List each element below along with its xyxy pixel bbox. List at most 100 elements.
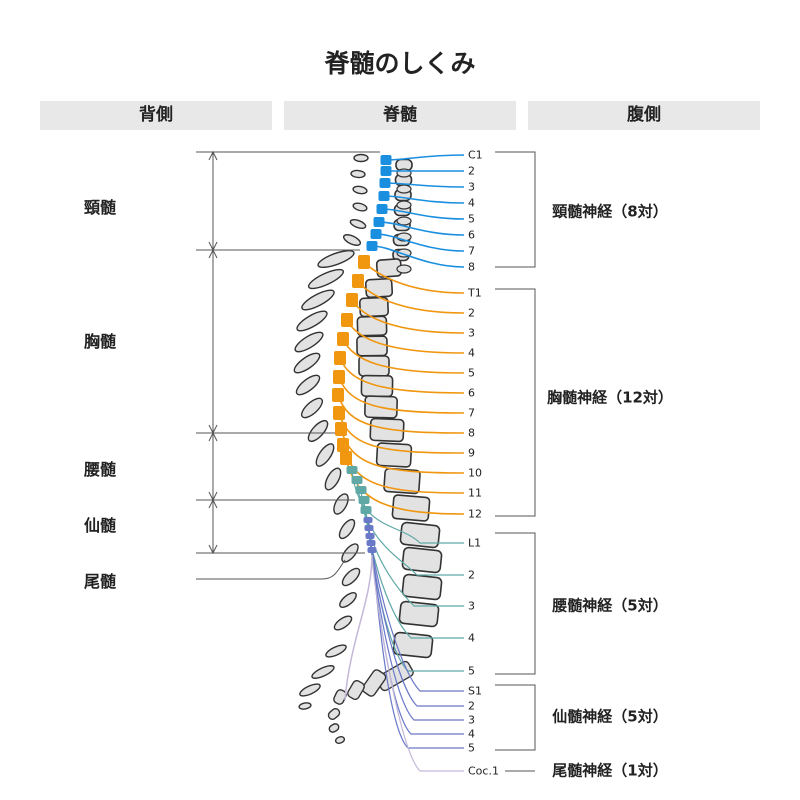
group-label-coccygeal: 尾髄神経（1対） — [552, 761, 668, 780]
spinous-process — [307, 419, 329, 443]
nerve-label-cervical: C1 — [468, 148, 483, 162]
region-guides — [196, 150, 536, 772]
region-label-coccygeal: 尾髄 — [83, 572, 116, 591]
sacral-bone — [347, 679, 365, 701]
cord-segment-cervical — [373, 217, 385, 227]
bracket-thoracic — [495, 288, 536, 517]
spinous-process — [317, 249, 355, 269]
group-label-lumbar: 腰髄神経（5対） — [552, 596, 668, 615]
spinous-process — [301, 289, 335, 311]
nerve-cervical — [381, 208, 465, 220]
nerve-label-cervical: 7 — [468, 244, 475, 258]
cord-segment-thoracic — [346, 293, 358, 307]
nerve-label-lumbar: 5 — [468, 664, 475, 678]
nerve-cervical — [383, 195, 465, 204]
arrow-head — [208, 150, 218, 161]
arrow-head — [208, 248, 218, 259]
cord-segment-thoracic — [337, 332, 349, 346]
nerve-label-thoracic: 11 — [468, 486, 482, 500]
cord-segment-cervical — [380, 155, 392, 165]
spinous-process — [341, 567, 361, 587]
nerve-coccygeal — [371, 557, 464, 772]
cord-segment-thoracic — [341, 313, 353, 327]
cord-segment-cervical — [370, 229, 382, 239]
cord-segment-lumbar — [346, 466, 358, 474]
spinous-process — [352, 202, 368, 212]
group-label-thoracic: 胸髄神経（12対） — [547, 388, 673, 407]
nerve-thoracic — [339, 357, 465, 394]
nerve-label-cervical: 5 — [468, 212, 475, 226]
nerve-label-thoracic: 9 — [468, 446, 475, 460]
spinous-process — [339, 592, 357, 608]
cord-segment-thoracic — [335, 422, 347, 436]
nerve-cervical — [384, 182, 465, 188]
cord-segment-cervical — [379, 178, 391, 188]
region-label-sacral: 仙髄 — [83, 516, 116, 535]
header-dorsal: 背側 — [40, 101, 272, 130]
vertebral-body — [401, 573, 443, 601]
cord-segment-thoracic — [358, 255, 370, 269]
spinous-process — [296, 310, 328, 332]
header-ventral: 腹側 — [528, 101, 760, 130]
nerve-label-sacral: S1 — [468, 684, 482, 698]
nerve-label-thoracic: 10 — [468, 466, 482, 480]
spinous-process — [324, 467, 342, 491]
spinous-process — [338, 518, 356, 540]
vertebral-body — [356, 315, 388, 337]
cord-segment-thoracic — [332, 388, 344, 402]
region-label-lumbar: 腰髄 — [83, 460, 116, 479]
nerve-label-cervical: 3 — [468, 180, 475, 194]
nerve-label-cervical: 6 — [468, 228, 475, 242]
page-title: 脊髄のしくみ — [324, 49, 476, 78]
cord-segment-thoracic — [352, 274, 364, 288]
spinous-process — [298, 702, 312, 710]
spinous-process — [311, 665, 335, 679]
nerve-label-sacral: 3 — [468, 713, 475, 727]
nerve-label-cervical: 4 — [468, 196, 475, 210]
spinous-process — [315, 443, 335, 467]
nerve-label-sacral: 5 — [468, 741, 475, 755]
nerve-label-thoracic: 8 — [468, 426, 475, 440]
spinous-process — [353, 153, 369, 163]
header-spinal-cord: 脊髄 — [284, 101, 516, 130]
articular-process — [396, 264, 412, 274]
arrow-head — [208, 544, 218, 555]
spinous-process — [350, 169, 366, 179]
cord-segment-lumbar — [358, 496, 370, 504]
arrow-head — [208, 431, 218, 442]
sacral-bone — [327, 708, 341, 720]
spinal-cord-segments — [332, 155, 392, 701]
vertebrae — [293, 153, 443, 745]
cord-segment-sacral — [365, 533, 375, 539]
nerve-label-lumbar: 2 — [468, 568, 475, 582]
nerve-label-thoracic: 3 — [468, 326, 475, 340]
sacral-bone — [361, 669, 387, 697]
cord-segment-thoracic — [333, 370, 345, 384]
nerve-thoracic — [337, 394, 465, 434]
bracket-lumbar — [495, 532, 536, 675]
nerve-label-thoracic: 5 — [468, 366, 475, 380]
coccygeal-pointer — [196, 559, 346, 580]
nerve-label-sacral: 4 — [468, 727, 475, 741]
vertebral-body — [356, 335, 388, 357]
spinous-process — [295, 374, 321, 396]
cord-segment-cervical — [376, 204, 388, 214]
nerve-label-thoracic: 2 — [468, 306, 475, 320]
nerve-cervical — [371, 245, 465, 268]
cord-segment-sacral — [366, 540, 376, 546]
spinous-process — [307, 268, 345, 290]
nerve-label-thoracic: 6 — [468, 386, 475, 400]
articular-process — [396, 216, 412, 226]
nerve-cervical — [375, 233, 465, 252]
nerve-label-lumbar: 4 — [468, 631, 475, 645]
cord-segment-sacral — [363, 517, 373, 523]
cord-filum — [344, 554, 373, 701]
cord-segment-thoracic — [333, 406, 345, 420]
cord-segment-thoracic — [334, 351, 346, 365]
nerve-label-thoracic: 12 — [468, 507, 482, 521]
nerve-label-cervical: 2 — [468, 164, 475, 178]
group-label-sacral: 仙髄神経（5対） — [552, 707, 668, 726]
sacral-bone — [334, 735, 346, 745]
cord-segment-cervical — [380, 166, 392, 176]
